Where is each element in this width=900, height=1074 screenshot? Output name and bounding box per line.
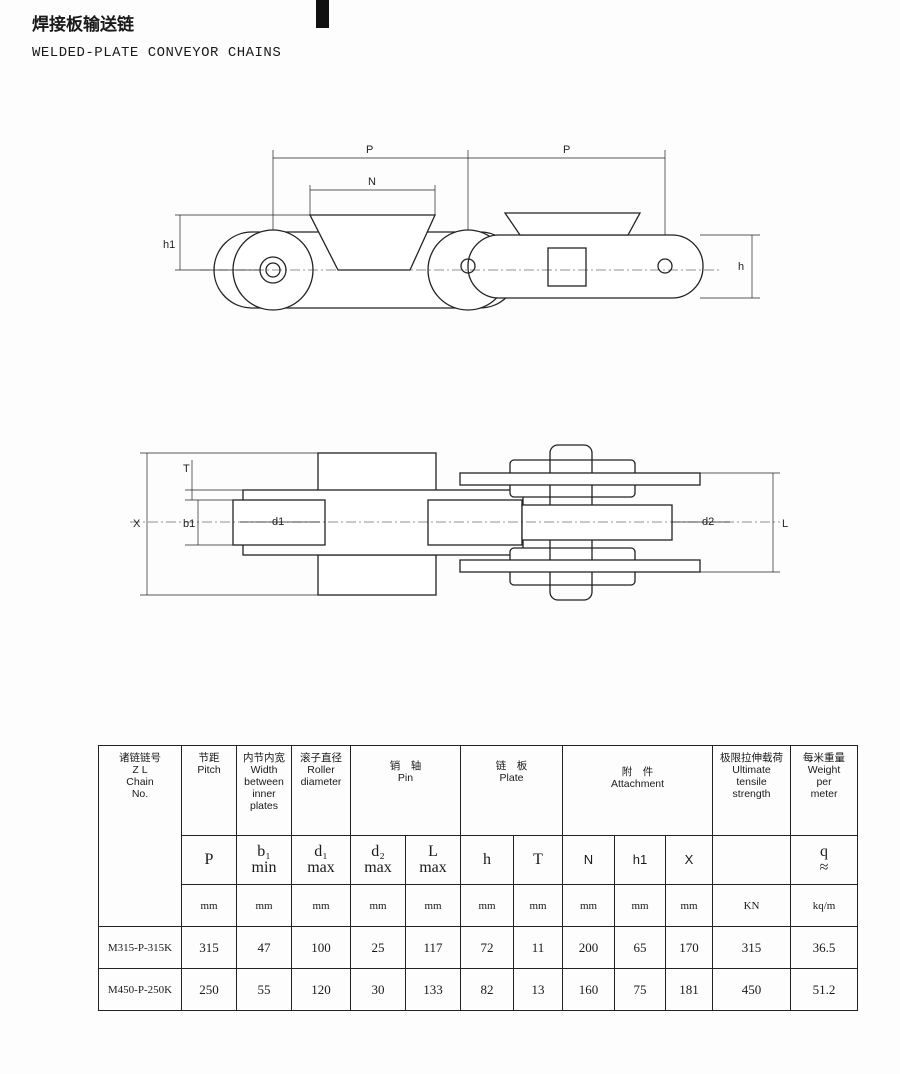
symbol-cell: N — [562, 835, 615, 885]
unit-cell: mm — [181, 884, 237, 927]
label-l: L — [782, 518, 788, 530]
unit-cell: mm — [513, 884, 563, 927]
symbol-cell: h — [460, 835, 514, 885]
unit-cell: mm — [291, 884, 351, 927]
label-h: h — [738, 261, 744, 273]
label-d2: d2 — [702, 516, 714, 528]
symbol-cell: X — [664, 835, 714, 885]
top-view-drawing — [130, 444, 780, 601]
value-cell: 120 — [291, 968, 351, 1011]
value-cell: 13 — [513, 968, 563, 1011]
symbol-cell: h1 — [614, 835, 666, 885]
value-cell: 25 — [350, 926, 406, 969]
value-cell: 72 — [460, 926, 514, 969]
unit-cell: mm — [460, 884, 514, 927]
value-cell: 200 — [562, 926, 615, 969]
value-cell: 117 — [405, 926, 461, 969]
symbol-cell: T — [513, 835, 563, 885]
chain-drawings: P P N h1 h T X b1 d1 d2 L — [130, 144, 788, 601]
value-cell: 170 — [664, 926, 714, 969]
chain-no-cell: M315-P-315K — [98, 926, 182, 969]
value-cell: 160 — [562, 968, 615, 1011]
value-cell: 82 — [460, 968, 514, 1011]
value-cell: 55 — [236, 968, 292, 1011]
unit-cell: kq/m — [790, 884, 859, 927]
title-chinese: 焊接板输送链 — [32, 15, 134, 34]
unit-cell: mm — [405, 884, 461, 927]
label-b1: b1 — [183, 518, 195, 530]
unit-cell: mm — [562, 884, 615, 927]
symbol-cell: q≈ — [790, 835, 859, 885]
unit-cell: mm — [614, 884, 666, 927]
label-n: N — [368, 176, 376, 188]
unit-cell: mm — [236, 884, 292, 927]
value-cell: 75 — [614, 968, 666, 1011]
side-view-drawing — [175, 150, 760, 311]
unit-cell: mm — [664, 884, 714, 927]
value-cell: 30 — [350, 968, 406, 1011]
value-cell: 133 — [405, 968, 461, 1011]
value-cell: 315 — [712, 926, 792, 969]
label-pitch-2: P — [563, 144, 570, 156]
value-cell: 11 — [513, 926, 563, 969]
symbol-cell: P — [181, 835, 237, 885]
section-marker — [316, 0, 329, 28]
value-cell: 450 — [712, 968, 792, 1011]
label-t: T — [183, 463, 190, 475]
unit-cell: mm — [350, 884, 406, 927]
value-cell: 47 — [236, 926, 292, 969]
label-pitch-1: P — [366, 144, 373, 156]
value-cell: 65 — [614, 926, 666, 969]
label-d1: d1 — [272, 516, 284, 528]
value-cell: 100 — [291, 926, 351, 969]
symbol-cell — [712, 835, 792, 885]
title-english: WELDED-PLATE CONVEYOR CHAINS — [32, 45, 282, 61]
chain-no-cell: M450-P-250K — [98, 968, 182, 1011]
dimension-labels: P P N h1 h T X b1 d1 d2 L — [133, 144, 788, 530]
unit-cell: KN — [712, 884, 792, 927]
label-x: X — [133, 518, 141, 530]
value-cell: 181 — [664, 968, 714, 1011]
value-cell: 315 — [181, 926, 237, 969]
label-h1: h1 — [163, 239, 175, 251]
value-cell: 51.2 — [790, 968, 859, 1011]
value-cell: 250 — [181, 968, 237, 1011]
value-cell: 36.5 — [790, 926, 859, 969]
